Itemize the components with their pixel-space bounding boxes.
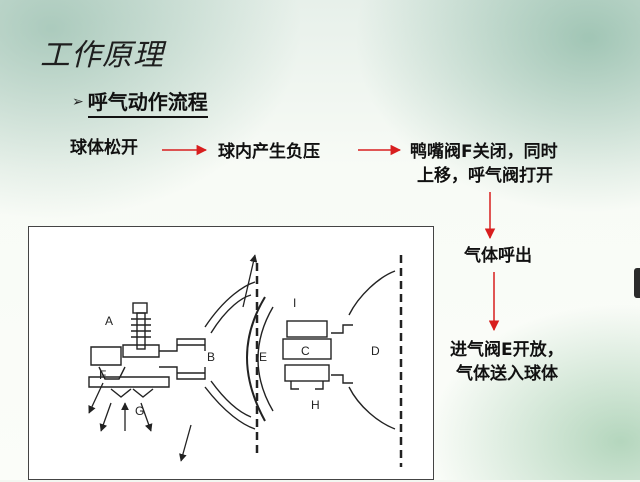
valve-diagram-drawing: A B C D E F G H I [88,254,403,467]
chamber-b-shell [204,281,256,430]
label-h: H [311,398,320,412]
valve-h [284,364,330,382]
label-g: G [135,404,144,418]
valve-a-housing [122,344,160,358]
valve-g-flap [110,388,154,398]
flow-step-intake-opens-line2: 气体送入球体 [456,364,558,384]
flow-step-ball-released: 球体松开 [70,138,138,158]
chamber-b-inner [210,294,252,418]
bullet-arrow-icon: ➢ [72,94,84,110]
label-f: F [99,368,106,382]
flow-arrow-g-right [140,402,153,432]
connector-right [331,324,353,384]
valve-i [286,320,328,338]
label-a: A [105,314,113,328]
flow-step-duckbill-closes-line2: 上移，呼气阀打开 [417,166,553,186]
label-d: D [371,344,380,358]
flow-step-negative-pressure: 球内产生负压 [218,142,320,162]
membrane-e [246,296,266,422]
label-b: B [207,350,215,364]
flow-step-gas-exhaled: 气体呼出 [464,246,532,266]
connector-to-chamber [177,344,205,374]
section-heading-text: 呼气动作流程 [87,86,208,118]
flow-arrow-g-left [99,402,112,432]
flow-step-intake-opens-line1: 进气阀E开放， [450,340,564,360]
scroll-tab[interactable] [634,268,640,298]
valve-f-cup [98,366,126,380]
slide-title: 工作原理 [40,38,164,73]
valve-a-spring [131,318,151,338]
chamber-d-shell [348,270,396,430]
valve-h-foot [290,381,324,390]
label-i: I [293,296,296,310]
membrane-e-inner [257,306,274,412]
section-heading: ➢ 呼气动作流程 [72,86,208,118]
label-e: E [259,350,267,364]
valve-a-cap [132,302,148,314]
valve-g-body [88,376,170,388]
flow-step-duckbill-closes-line1: 鸭嘴阀F关闭，同时 [410,142,558,162]
valve-f-body [90,346,122,366]
valve-c [282,338,332,360]
valve-diagram: A B C D E F G H I [28,226,434,480]
flow-arrow-up-out [242,254,258,308]
flow-arrow-down-out [179,424,192,462]
flow-arrow-f-down [88,382,104,414]
connector-tube [159,338,206,380]
label-c: C [301,344,310,358]
